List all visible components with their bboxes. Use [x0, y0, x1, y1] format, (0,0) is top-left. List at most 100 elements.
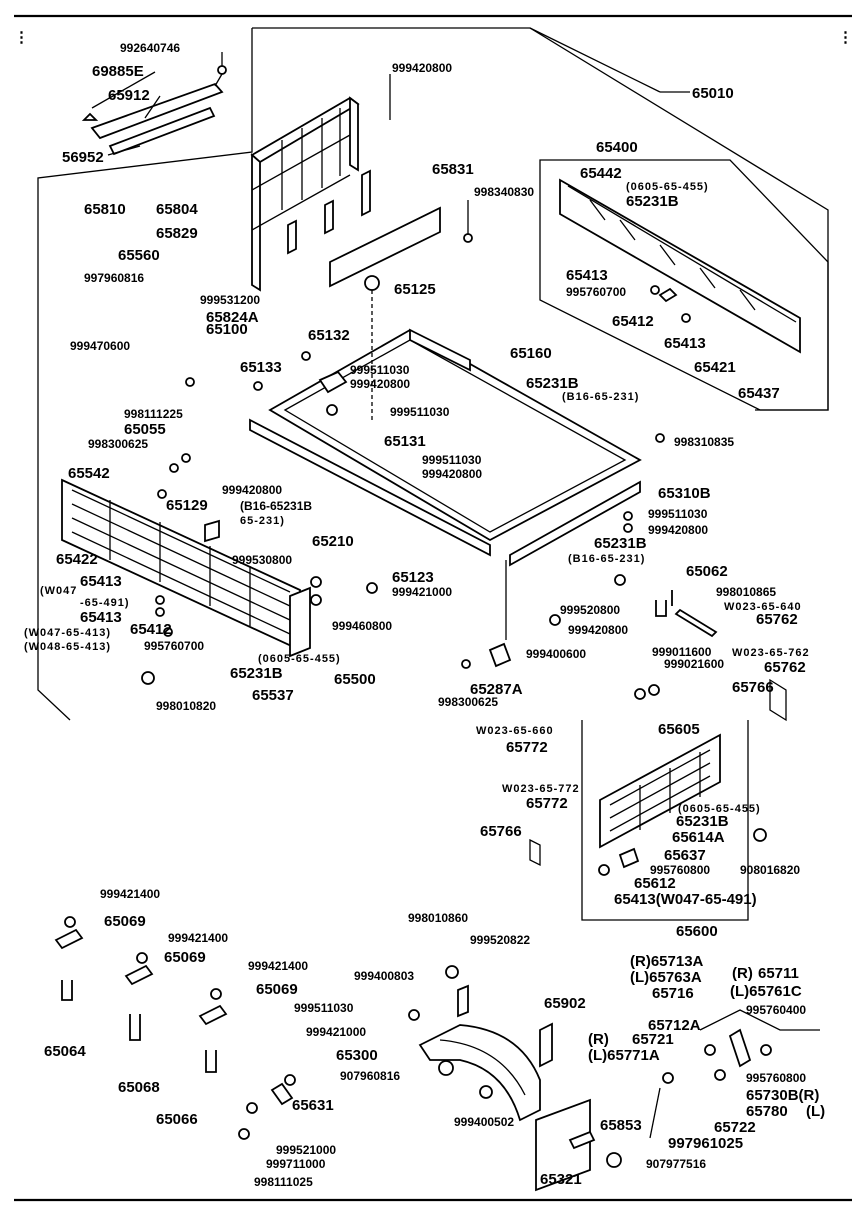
bed-floor-drawing	[249, 328, 642, 567]
part-label: 65412	[612, 313, 654, 330]
part-label: 65160	[510, 345, 552, 362]
part-label: 69885E	[92, 63, 144, 80]
part-label: 65600	[676, 923, 718, 940]
svg-text:⋮: ⋮	[838, 29, 853, 46]
part-label: 65413	[566, 267, 608, 284]
part-label: 999421000	[306, 1025, 366, 1039]
part-label: 999420800	[648, 523, 708, 537]
part-label: 995760700	[144, 639, 204, 653]
part-label: 999400803	[354, 969, 414, 983]
part-label: 65068	[118, 1079, 160, 1096]
part-label: 65210	[312, 533, 354, 550]
part-label: 65064	[44, 1043, 86, 1060]
part-label: 65413	[80, 573, 122, 590]
page-frame: ⋮ ⋮	[14, 14, 853, 1202]
part-label: 999511030	[294, 1001, 354, 1015]
part-label: (W048-65-413)	[24, 641, 111, 653]
part-label: 65804	[156, 201, 198, 218]
part-label: 999021600	[664, 657, 724, 671]
part-label: 995760700	[566, 285, 626, 299]
part-label: W023-65-660	[476, 725, 554, 737]
part-label: 65766	[732, 679, 774, 696]
part-label: 65421	[694, 359, 736, 376]
rail-assembly-drawing	[81, 65, 227, 156]
part-label: 65716	[652, 985, 694, 1002]
part-label: 65442	[580, 165, 622, 182]
part-label: 998010820	[156, 699, 216, 713]
part-label: 998300625	[438, 695, 498, 709]
part-label: 999421400	[168, 931, 228, 945]
part-label: 65287A	[470, 681, 523, 698]
part-label: 65231B	[594, 535, 647, 552]
part-label: 56952	[62, 149, 104, 166]
part-label: (L)65761C	[730, 983, 802, 1000]
part-label: 999460800	[332, 619, 392, 633]
part-label: 65560	[118, 247, 160, 264]
part-label: 65772	[506, 739, 548, 756]
tailgate-right-drawing	[529, 678, 787, 921]
part-labels: 992640746 69885E 65912 56952 999420800 6…	[24, 41, 825, 1189]
part-label: 65231B	[626, 193, 679, 210]
part-label: 995760800	[650, 863, 710, 877]
part-label: (R)	[732, 965, 753, 982]
part-label: 999420800	[222, 483, 282, 497]
bracket-drawing	[649, 1009, 820, 1139]
part-label: 65829	[156, 225, 198, 242]
part-label: 65824A	[206, 309, 259, 326]
part-label: 65721	[632, 1031, 674, 1048]
cab-protector-drawing	[250, 96, 371, 292]
part-label: 65055	[124, 421, 166, 438]
part-label: 999520800	[560, 603, 620, 617]
part-label: 999511030	[350, 363, 410, 377]
part-label: (B16-65-231)	[562, 391, 639, 403]
part-label: 65310B	[658, 485, 711, 502]
part-label: 65902	[544, 995, 586, 1012]
part-label: 65-231)	[240, 515, 285, 527]
part-label: 65810	[84, 201, 126, 218]
part-label: 65412	[130, 621, 172, 638]
part-label: 65069	[164, 949, 206, 966]
part-label: W023-65-640	[724, 601, 802, 613]
part-label: 65712A	[648, 1017, 701, 1034]
part-label: 65722	[714, 1119, 756, 1136]
part-label: 65762	[756, 611, 798, 628]
part-label: (B16-65231B	[240, 499, 312, 513]
part-label: 998010860	[408, 911, 468, 925]
part-label: 999400600	[526, 647, 586, 661]
part-label: 999521000	[276, 1143, 336, 1157]
part-label: 907977516	[646, 1157, 706, 1171]
part-label: W023-65-762	[732, 647, 810, 659]
part-label: 65100	[206, 321, 248, 338]
part-label: 65605	[658, 721, 700, 738]
part-label: 65069	[104, 913, 146, 930]
part-label: 65413	[664, 335, 706, 352]
part-label: 65537	[252, 687, 294, 704]
part-label: 65133	[240, 359, 282, 376]
svg-text:⋮: ⋮	[14, 29, 29, 46]
part-label: 65231B	[526, 375, 579, 392]
part-label: 65437	[738, 385, 780, 402]
part-label: 998310835	[674, 435, 734, 449]
part-label: 907960816	[340, 1069, 400, 1083]
part-label: 65069	[256, 981, 298, 998]
part-label: 999420800	[392, 61, 452, 75]
part-label: 997960816	[84, 271, 144, 285]
part-label: 999011600	[652, 645, 712, 659]
part-label: 65129	[166, 497, 208, 514]
part-label: 65631	[292, 1097, 334, 1114]
box-65400	[539, 159, 829, 411]
part-label: (0605-65-455)	[678, 803, 761, 815]
part-label: 65614A	[672, 829, 725, 846]
part-label: 998111225	[124, 407, 183, 421]
part-label: 65231B	[676, 813, 729, 830]
part-label: (W047-65-413)	[24, 627, 111, 639]
part-label: 65422	[56, 551, 98, 568]
part-label: 65132	[308, 327, 350, 344]
part-label: 65010	[692, 85, 734, 102]
part-label: 999421400	[248, 959, 308, 973]
plate-65831	[329, 206, 441, 288]
part-label: 908016820	[740, 863, 800, 877]
part-label: 999520822	[470, 933, 530, 947]
part-label: 998340830	[474, 185, 534, 199]
